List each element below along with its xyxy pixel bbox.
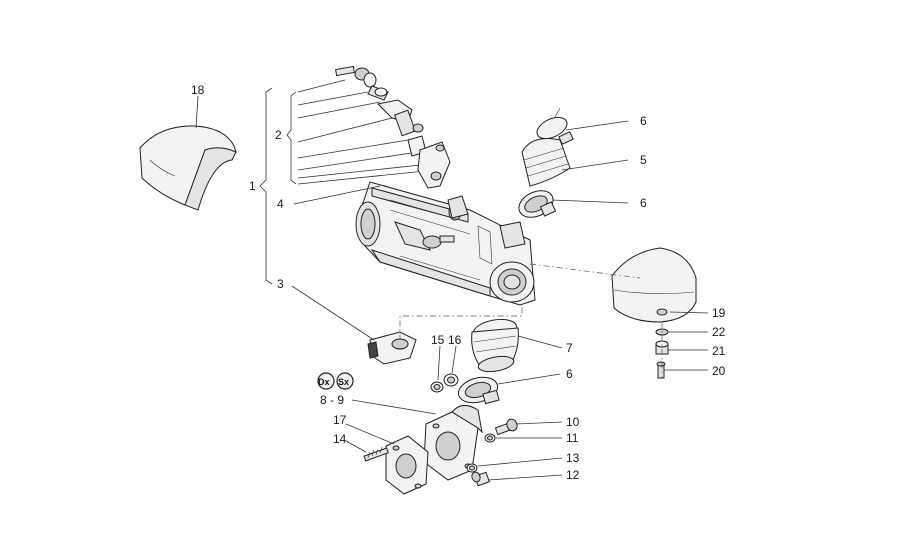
group-2-bracket — [286, 91, 297, 185]
callout-16: 16 — [448, 333, 462, 347]
callout-6-mid: 6 — [640, 196, 647, 210]
callout-8-9: 8 - 9 — [320, 393, 344, 407]
cover-part-19 — [611, 247, 697, 323]
callout-14: 14 — [333, 432, 347, 446]
gasket-part-17 — [385, 435, 429, 495]
intake-manifold-8-9 — [423, 405, 483, 481]
sensor-fittings-group-2 — [335, 65, 451, 189]
stud-part-14 — [363, 446, 389, 462]
callout-21: 21 — [712, 344, 726, 358]
badge-sx: Sx — [338, 377, 349, 387]
callout-4: 4 — [277, 197, 284, 211]
callout-5: 5 — [640, 153, 647, 167]
side-badges: Dx Sx — [317, 372, 354, 390]
callout-6-top: 6 — [640, 114, 647, 128]
cover-part-18 — [139, 125, 237, 211]
badge-dx: Dx — [318, 377, 330, 387]
callout-3: 3 — [277, 277, 284, 291]
throttle-body-assembly — [355, 181, 536, 306]
clamp-part-6-lower — [457, 376, 500, 405]
intake-hose-part-5 — [518, 107, 574, 218]
callout-19: 19 — [712, 306, 726, 320]
callout-12: 12 — [566, 468, 580, 482]
callout-13: 13 — [566, 451, 580, 465]
callout-7: 7 — [566, 341, 573, 355]
sensor-part-3 — [367, 331, 417, 365]
callout-20: 20 — [712, 364, 726, 378]
fasteners-10-13 — [466, 418, 518, 487]
callout-11: 11 — [566, 431, 579, 445]
callout-2: 2 — [275, 128, 282, 142]
callout-17: 17 — [333, 413, 347, 427]
intake-hose-part-7 — [471, 318, 519, 373]
group-1-bracket — [259, 87, 273, 285]
callout-22: 22 — [712, 325, 726, 339]
callout-18: 18 — [191, 83, 205, 97]
callout-6-lower: 6 — [566, 367, 573, 381]
callout-10: 10 — [566, 415, 580, 429]
washers-15-16 — [430, 373, 459, 393]
callout-15: 15 — [431, 333, 445, 347]
callout-1: 1 — [249, 179, 256, 193]
